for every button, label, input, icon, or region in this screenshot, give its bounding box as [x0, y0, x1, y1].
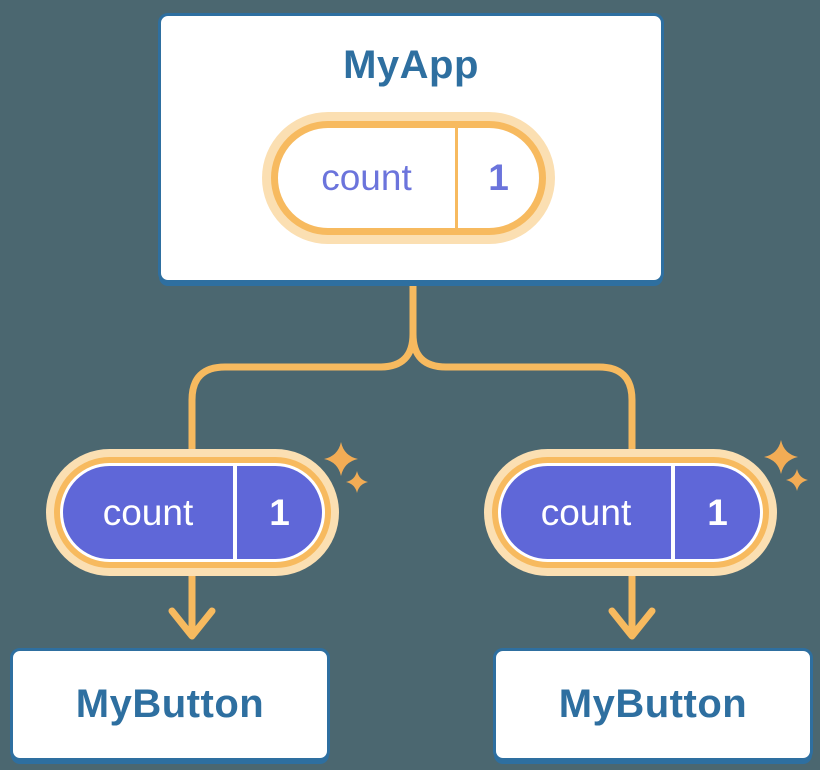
- pill-divider: [455, 128, 458, 228]
- component-card-myapp: MyApp: [158, 13, 664, 283]
- component-title: MyApp: [343, 43, 479, 87]
- pill-divider: [671, 466, 675, 559]
- sparkle-icon: [786, 469, 808, 491]
- prop-label: count: [540, 491, 632, 533]
- tree-connector-left-branch: [188, 330, 417, 474]
- tree-connector-right-branch: [409, 330, 636, 474]
- sparkle-icon: [324, 442, 358, 476]
- arrow-down-right-icon: [608, 556, 656, 640]
- prop-label: count: [102, 491, 194, 533]
- prop-pill-left: count 1: [54, 457, 331, 568]
- prop-value: 1: [707, 491, 728, 533]
- component-title: MyButton: [75, 682, 265, 726]
- state-value: 1: [488, 157, 509, 198]
- arrow-down-left-icon: [168, 556, 216, 640]
- prop-value: 1: [269, 491, 290, 533]
- component-card-mybutton-left: MyButton: [10, 648, 330, 761]
- state-label: count: [321, 157, 412, 198]
- pill-divider: [233, 466, 237, 559]
- prop-pill-body: count 1: [501, 466, 760, 559]
- state-pill-root: count 1: [271, 121, 546, 235]
- component-title: MyButton: [558, 682, 748, 726]
- sparkle-icon: [346, 471, 368, 493]
- component-card-mybutton-right: MyButton: [493, 648, 813, 761]
- sparkle-icon: [764, 440, 798, 474]
- prop-pill-body: count 1: [63, 466, 322, 559]
- prop-pill-right: count 1: [492, 457, 769, 568]
